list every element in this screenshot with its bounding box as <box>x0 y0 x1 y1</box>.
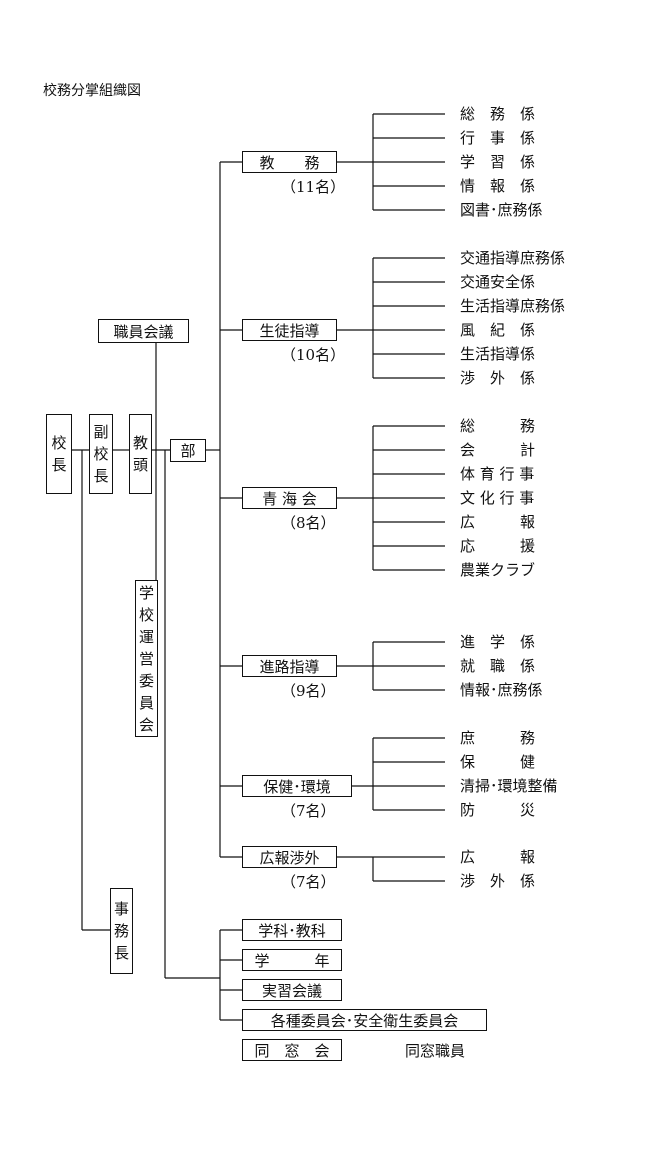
dept-item: 交通安全係 <box>460 273 536 291</box>
dept-item: 就 職 係 <box>460 657 536 675</box>
dept-item: 生活指導庶務係 <box>460 297 566 315</box>
alumni-box: 同 窓 会 <box>242 1039 342 1061</box>
dept-item: 進 学 係 <box>460 633 536 651</box>
dept-item: 風 紀 係 <box>460 321 536 339</box>
vice-principal-box: 副 校 長 <box>89 414 113 494</box>
bottom-box-jisshu-kaigi: 実習会議 <box>242 979 342 1001</box>
head-teacher-char-2: 頭 <box>132 456 148 474</box>
dept-count: （10名） <box>281 346 346 364</box>
dept-item: 総 務 <box>460 417 536 435</box>
head-teacher-char-1: 教 <box>132 434 148 452</box>
dept-box-hoken-kankyo: 保健･環境 <box>242 775 352 797</box>
dept-name: 広報渉外 <box>259 848 320 867</box>
bottom-box-gakunen: 学 年 <box>242 949 342 971</box>
department-label: 部 <box>180 442 196 460</box>
dept-item: 交通指導庶務係 <box>460 249 566 267</box>
dept-item: 情 報 係 <box>460 177 536 195</box>
dept-item: 農業クラブ <box>460 561 536 579</box>
dept-box-seikaikai: 青 海 会 <box>242 487 337 509</box>
bottom-box-label: 各種委員会･安全衛生委員会 <box>270 1011 459 1030</box>
dept-box-koho-shogai: 広報渉外 <box>242 846 337 868</box>
principal-char-1: 校 <box>51 434 67 452</box>
bottom-box-gakka-kyoka: 学科･教科 <box>242 919 342 941</box>
dept-item: 情報･庶務係 <box>460 681 543 699</box>
dept-box-seito-shido: 生徒指導 <box>242 319 337 341</box>
dept-item: 応 援 <box>460 537 536 555</box>
head-teacher-box: 教 頭 <box>129 414 152 494</box>
dept-item: 学 習 係 <box>460 153 536 171</box>
alumni-box-label: 同 窓 会 <box>254 1041 330 1060</box>
dept-name: 青 海 会 <box>262 489 317 508</box>
principal-box: 校 長 <box>46 414 72 494</box>
dept-item: 庶 務 <box>460 729 536 747</box>
bottom-box-iinkai: 各種委員会･安全衛生委員会 <box>242 1009 487 1031</box>
school-management-committee-box: 学校運営委員会 <box>135 580 158 737</box>
dept-item: 清掃･環境整備 <box>460 777 558 795</box>
dept-item: 文 化 行 事 <box>460 489 535 507</box>
principal-char-2: 長 <box>51 456 67 474</box>
dept-item: 会 計 <box>460 441 536 459</box>
dept-count: （7名） <box>281 802 336 820</box>
bottom-box-label: 学 年 <box>254 951 330 970</box>
dept-count: （11名） <box>281 178 346 196</box>
page-title: 校務分掌組織図 <box>43 83 141 99</box>
dept-count: （8名） <box>281 514 336 532</box>
dept-item: 総 務 係 <box>460 105 536 123</box>
dept-item: 広 報 <box>460 848 536 866</box>
dept-item: 渉 外 係 <box>460 872 536 890</box>
dept-name: 保健･環境 <box>263 777 331 796</box>
dept-count: （7名） <box>281 873 336 891</box>
dept-box-kyomu: 教 務 <box>242 151 337 173</box>
dept-name: 生徒指導 <box>259 321 320 340</box>
dept-item: 広 報 <box>460 513 536 531</box>
dept-item: 保 健 <box>460 753 536 771</box>
dept-box-shinro-shido: 進路指導 <box>242 655 337 677</box>
dept-item: 体 育 行 事 <box>460 465 535 483</box>
dept-item: 生活指導係 <box>460 345 536 363</box>
vice-principal-char-1: 副 <box>93 423 109 441</box>
dept-item: 渉 外 係 <box>460 369 536 387</box>
staff-meeting-label: 職員会議 <box>113 322 174 341</box>
staff-meeting-box: 職員会議 <box>98 319 189 343</box>
bottom-box-label: 実習会議 <box>261 981 322 1000</box>
alumni-staff-label: 同窓職員 <box>405 1042 466 1060</box>
dept-item: 行 事 係 <box>460 129 536 147</box>
bottom-box-label: 学科･教科 <box>258 921 326 940</box>
vice-principal-char-2: 校 <box>93 445 109 463</box>
office-manager-box: 事務長 <box>110 888 133 974</box>
dept-name: 進路指導 <box>259 657 320 676</box>
dept-item: 防 災 <box>460 801 536 819</box>
vice-principal-char-3: 長 <box>93 467 109 485</box>
dept-count: （9名） <box>281 682 336 700</box>
dept-name: 教 務 <box>259 153 320 172</box>
dept-item: 図書･庶務係 <box>460 201 543 219</box>
department-box: 部 <box>170 439 206 462</box>
